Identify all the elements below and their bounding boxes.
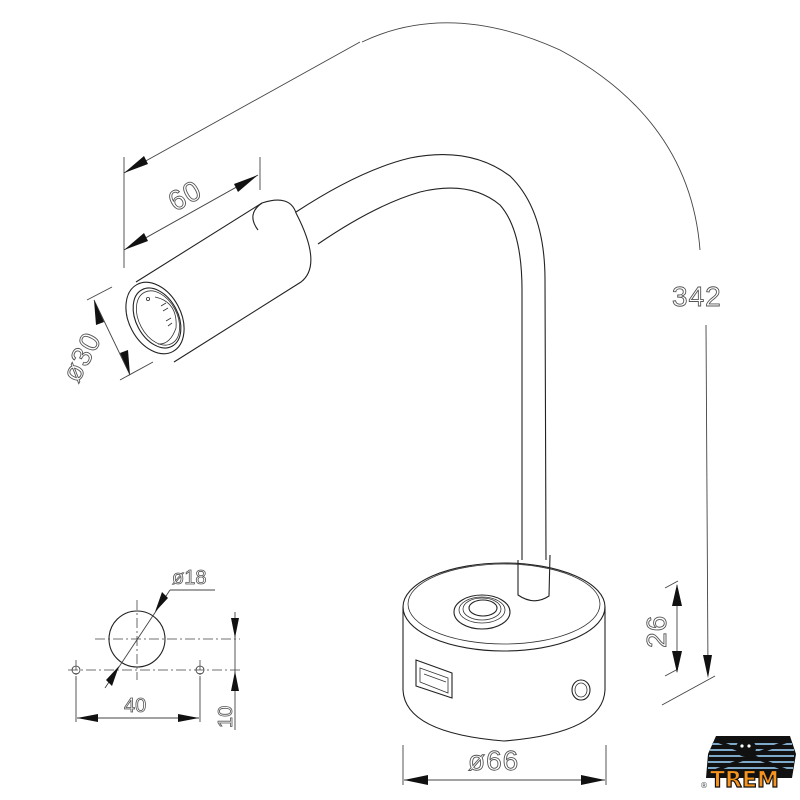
dim-base-diameter: ø66 xyxy=(402,745,607,785)
dim-label-30: ø30 xyxy=(56,327,107,387)
lamp-head xyxy=(125,199,312,363)
indicator-light xyxy=(571,679,591,701)
dim-base-height: 26 xyxy=(641,580,682,677)
trem-logo: TREM ® xyxy=(700,736,796,794)
logo-text: TREM xyxy=(710,768,779,793)
dim-label-342: 342 xyxy=(672,281,722,312)
mounting-template: ø18 40 10 xyxy=(68,567,240,730)
dim-label-26: 26 xyxy=(641,615,672,648)
lamp-base xyxy=(402,562,606,742)
dim-head-length: 60 xyxy=(123,41,361,268)
power-button xyxy=(453,594,511,630)
dim-label-60: 60 xyxy=(163,174,207,217)
dim-label-10: 10 xyxy=(215,706,237,728)
dim-label-66: ø66 xyxy=(468,745,519,776)
dim-label-18: ø18 xyxy=(172,567,206,589)
dim-total-height: 342 xyxy=(361,22,722,706)
usb-port xyxy=(415,659,453,699)
dim-label-40: 40 xyxy=(124,695,146,717)
dim-head-diameter: ø30 xyxy=(55,286,154,387)
gooseneck-arm xyxy=(295,154,551,602)
registered-mark: ® xyxy=(700,781,708,790)
